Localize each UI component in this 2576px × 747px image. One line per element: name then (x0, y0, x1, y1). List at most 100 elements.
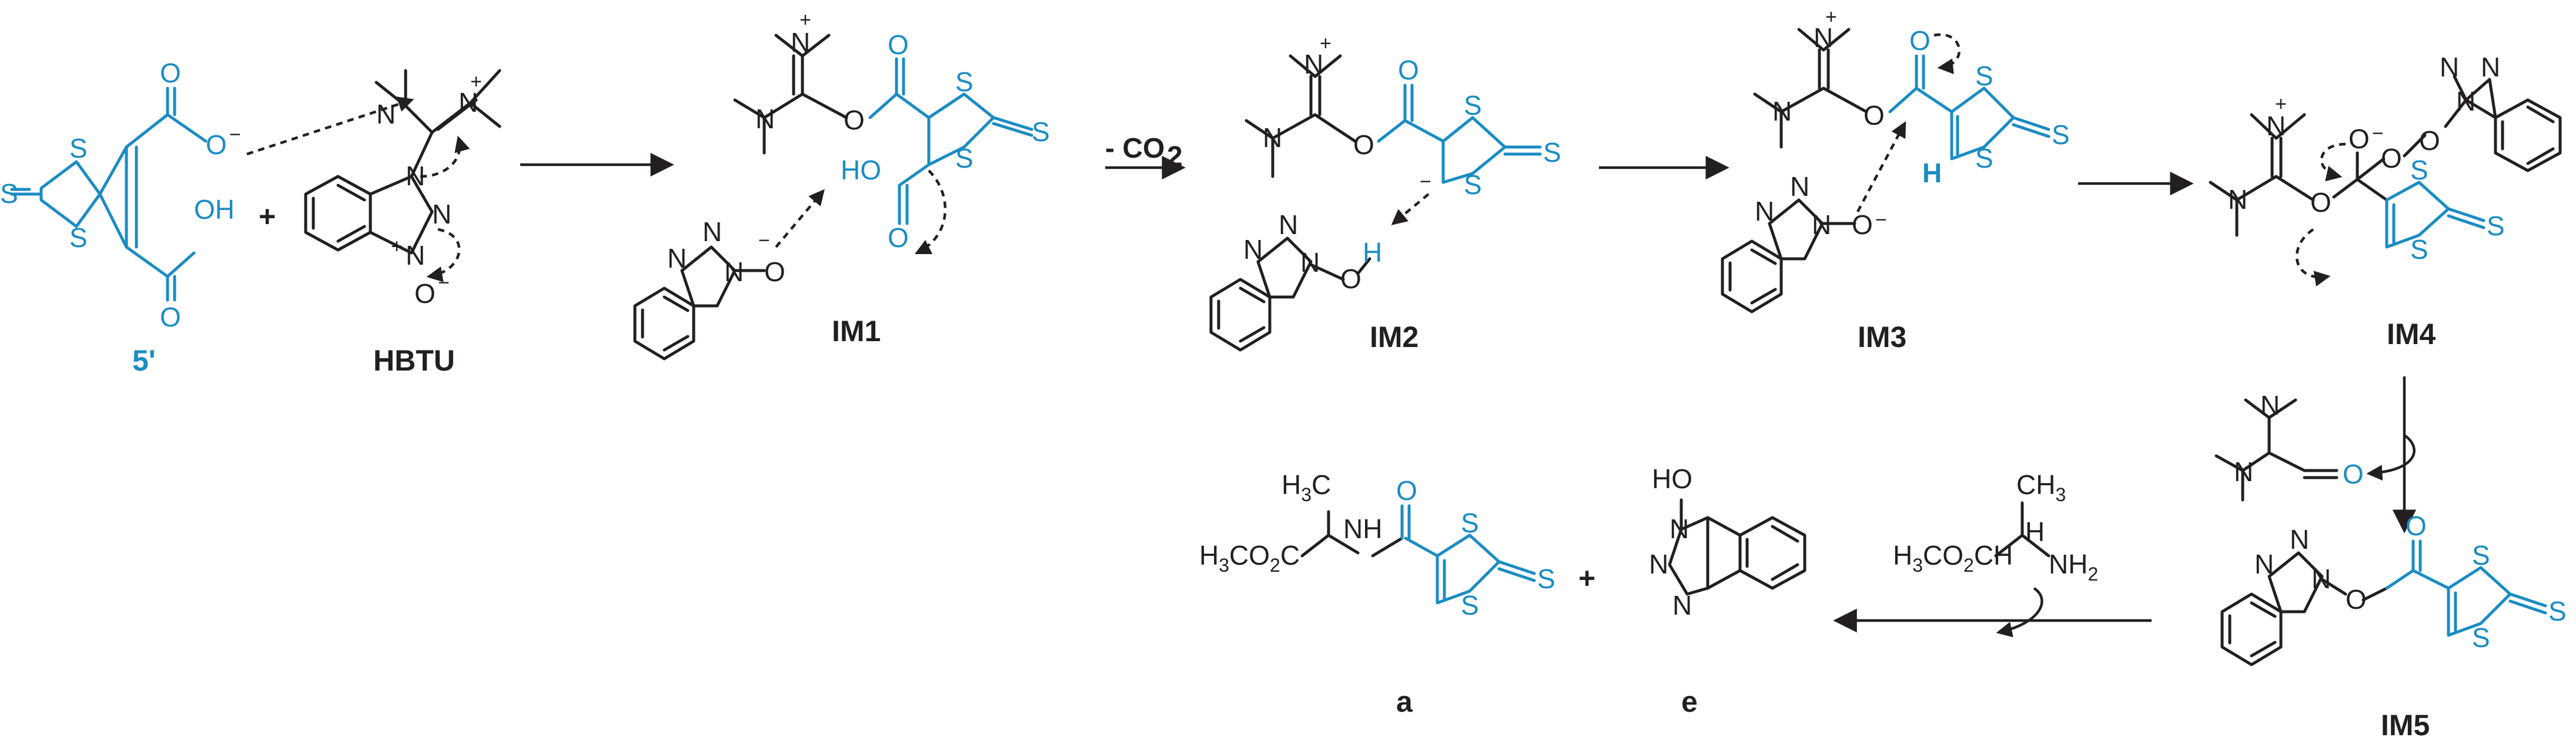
step-IM4-to-IM5: N N O (2214, 376, 2417, 533)
atom-S: S (2472, 622, 2490, 653)
compound-label-e: e (1681, 685, 1698, 718)
atom-S: S (69, 133, 88, 164)
atom-O: O (1353, 129, 1374, 160)
atom-N: N (667, 243, 687, 274)
atom-N: N (406, 240, 425, 271)
atom-N: N (1263, 122, 1282, 153)
charge-plus: + (1825, 6, 1837, 28)
atom-N: N (2266, 111, 2286, 141)
atom-N: N (1812, 209, 1831, 240)
compound-label-IM1: IM1 (832, 315, 881, 348)
atom-O: O (2419, 125, 2440, 156)
charge-plus: + (1320, 32, 1332, 55)
atom-S: S (69, 222, 88, 253)
compound-label-IM5: IM5 (2381, 709, 2430, 742)
atom-S: S (2410, 234, 2428, 265)
atom-S: S (2472, 540, 2490, 571)
atom-O: O (2381, 143, 2402, 174)
atom-N: N (1300, 247, 1320, 278)
atom-N: N (724, 256, 744, 287)
formula-H3CO2C: H3CO2C (1199, 540, 1300, 576)
atom-O: O (2346, 584, 2367, 615)
atom-N: N (2228, 184, 2247, 215)
charge-minus: − (1420, 171, 1431, 193)
charge-plus: + (2275, 93, 2287, 115)
charge-minus: − (229, 124, 241, 146)
molecule-5prime: S S S O O − OH O 5' (0, 58, 241, 377)
attack-arrow (246, 96, 414, 156)
atom-HO: HO (1652, 463, 1692, 494)
intermediate-IM3: N + N O O S S S H N N N O − IM3 (1721, 6, 2070, 354)
atom-N: N (376, 99, 396, 129)
atom-N: N (1279, 209, 1298, 240)
atom-S: S (1464, 169, 1482, 200)
plus-sign: + (259, 200, 276, 233)
atom-O: O (844, 105, 865, 135)
atom-N: N (1672, 590, 1692, 621)
atom-S: S (2410, 155, 2428, 185)
atom-O: O (888, 29, 909, 60)
atom-O: O (160, 302, 181, 332)
atom-H: H (2025, 516, 2045, 547)
charge-minus: − (758, 229, 770, 252)
atom-N: N (1755, 196, 1774, 226)
product-e: HO N N N e (1649, 463, 1806, 718)
condition-minus-co2: - CO (1105, 133, 1165, 164)
atom-N: N (755, 104, 775, 134)
atom-O: O (160, 58, 181, 88)
step-aminolysis: H3CO2CH CH3 H NH2 (1833, 469, 2152, 638)
atom-N: N (2481, 52, 2500, 82)
atom-S: S (1461, 590, 1479, 621)
compound-label-5prime: 5' (132, 344, 156, 377)
atom-N: N (1790, 171, 1809, 202)
atom-N: N (2456, 86, 2475, 116)
atom-O: O (2343, 459, 2364, 489)
atom-O: O (206, 129, 227, 160)
atom-N: N (791, 27, 810, 58)
compound-label-IM2: IM2 (1370, 321, 1419, 354)
atom-S: S (0, 178, 18, 209)
atom-NH: NH (1343, 513, 1382, 544)
atom-HO: HO (841, 155, 881, 185)
atom-N: N (2290, 524, 2309, 555)
compound-label-a: a (1396, 685, 1413, 718)
intermediate-IM2: N + N O O S S S − N N N O H IM2 (1209, 32, 1561, 354)
atom-N: N (2254, 549, 2274, 579)
formula-CH3: CH3 (2016, 469, 2066, 505)
atom-N: N (1243, 234, 1263, 265)
atom-O: O (1396, 475, 1417, 506)
intermediate-IM4: N + N O O − O S S S O N N N IM4 (2209, 52, 2562, 351)
atom-O: O (764, 256, 785, 287)
atom-N: N (1304, 49, 1323, 79)
intermediate-IM1: N + N O O S S S HO O N N N O − IM1 (633, 9, 1050, 361)
atom-S: S (955, 143, 973, 174)
product-a: H3CO2C H3C NH O S S S a (1199, 469, 1555, 718)
atom-N: N (459, 87, 478, 118)
atom-H: H (1363, 237, 1382, 268)
step-decarboxylation: - CO 2 (1105, 133, 1186, 180)
compound-label-HBTU: HBTU (373, 344, 455, 377)
atom-N: N (2440, 52, 2459, 82)
formula-NH2: NH2 (2049, 549, 2098, 585)
charge-plus: + (391, 235, 403, 258)
atom-S: S (2487, 211, 2505, 241)
atom-O: O (1852, 209, 1873, 240)
atom-OH: OH (194, 194, 235, 225)
plus-sign: + (1578, 562, 1595, 595)
atom-O: O (1864, 100, 1885, 131)
atom-N: N (1814, 22, 1833, 53)
atom-N: N (1670, 513, 1689, 544)
molecule-HBTU: N N + N N N + O − HBTU (304, 69, 501, 377)
atom-O: O (1398, 55, 1419, 85)
atom-S: S (2052, 119, 2070, 150)
formula-H3CO2C: H3CO2CH (1893, 540, 2013, 576)
atom-S: S (2548, 596, 2567, 626)
atom-O: O (2348, 124, 2370, 154)
atom-S: S (1537, 563, 1555, 594)
atom-N: N (1649, 549, 1668, 579)
compound-label-IM3: IM3 (1858, 321, 1906, 354)
charge-minus: − (2372, 122, 2384, 145)
atom-O: O (2310, 187, 2331, 218)
atom-N: N (702, 216, 722, 247)
